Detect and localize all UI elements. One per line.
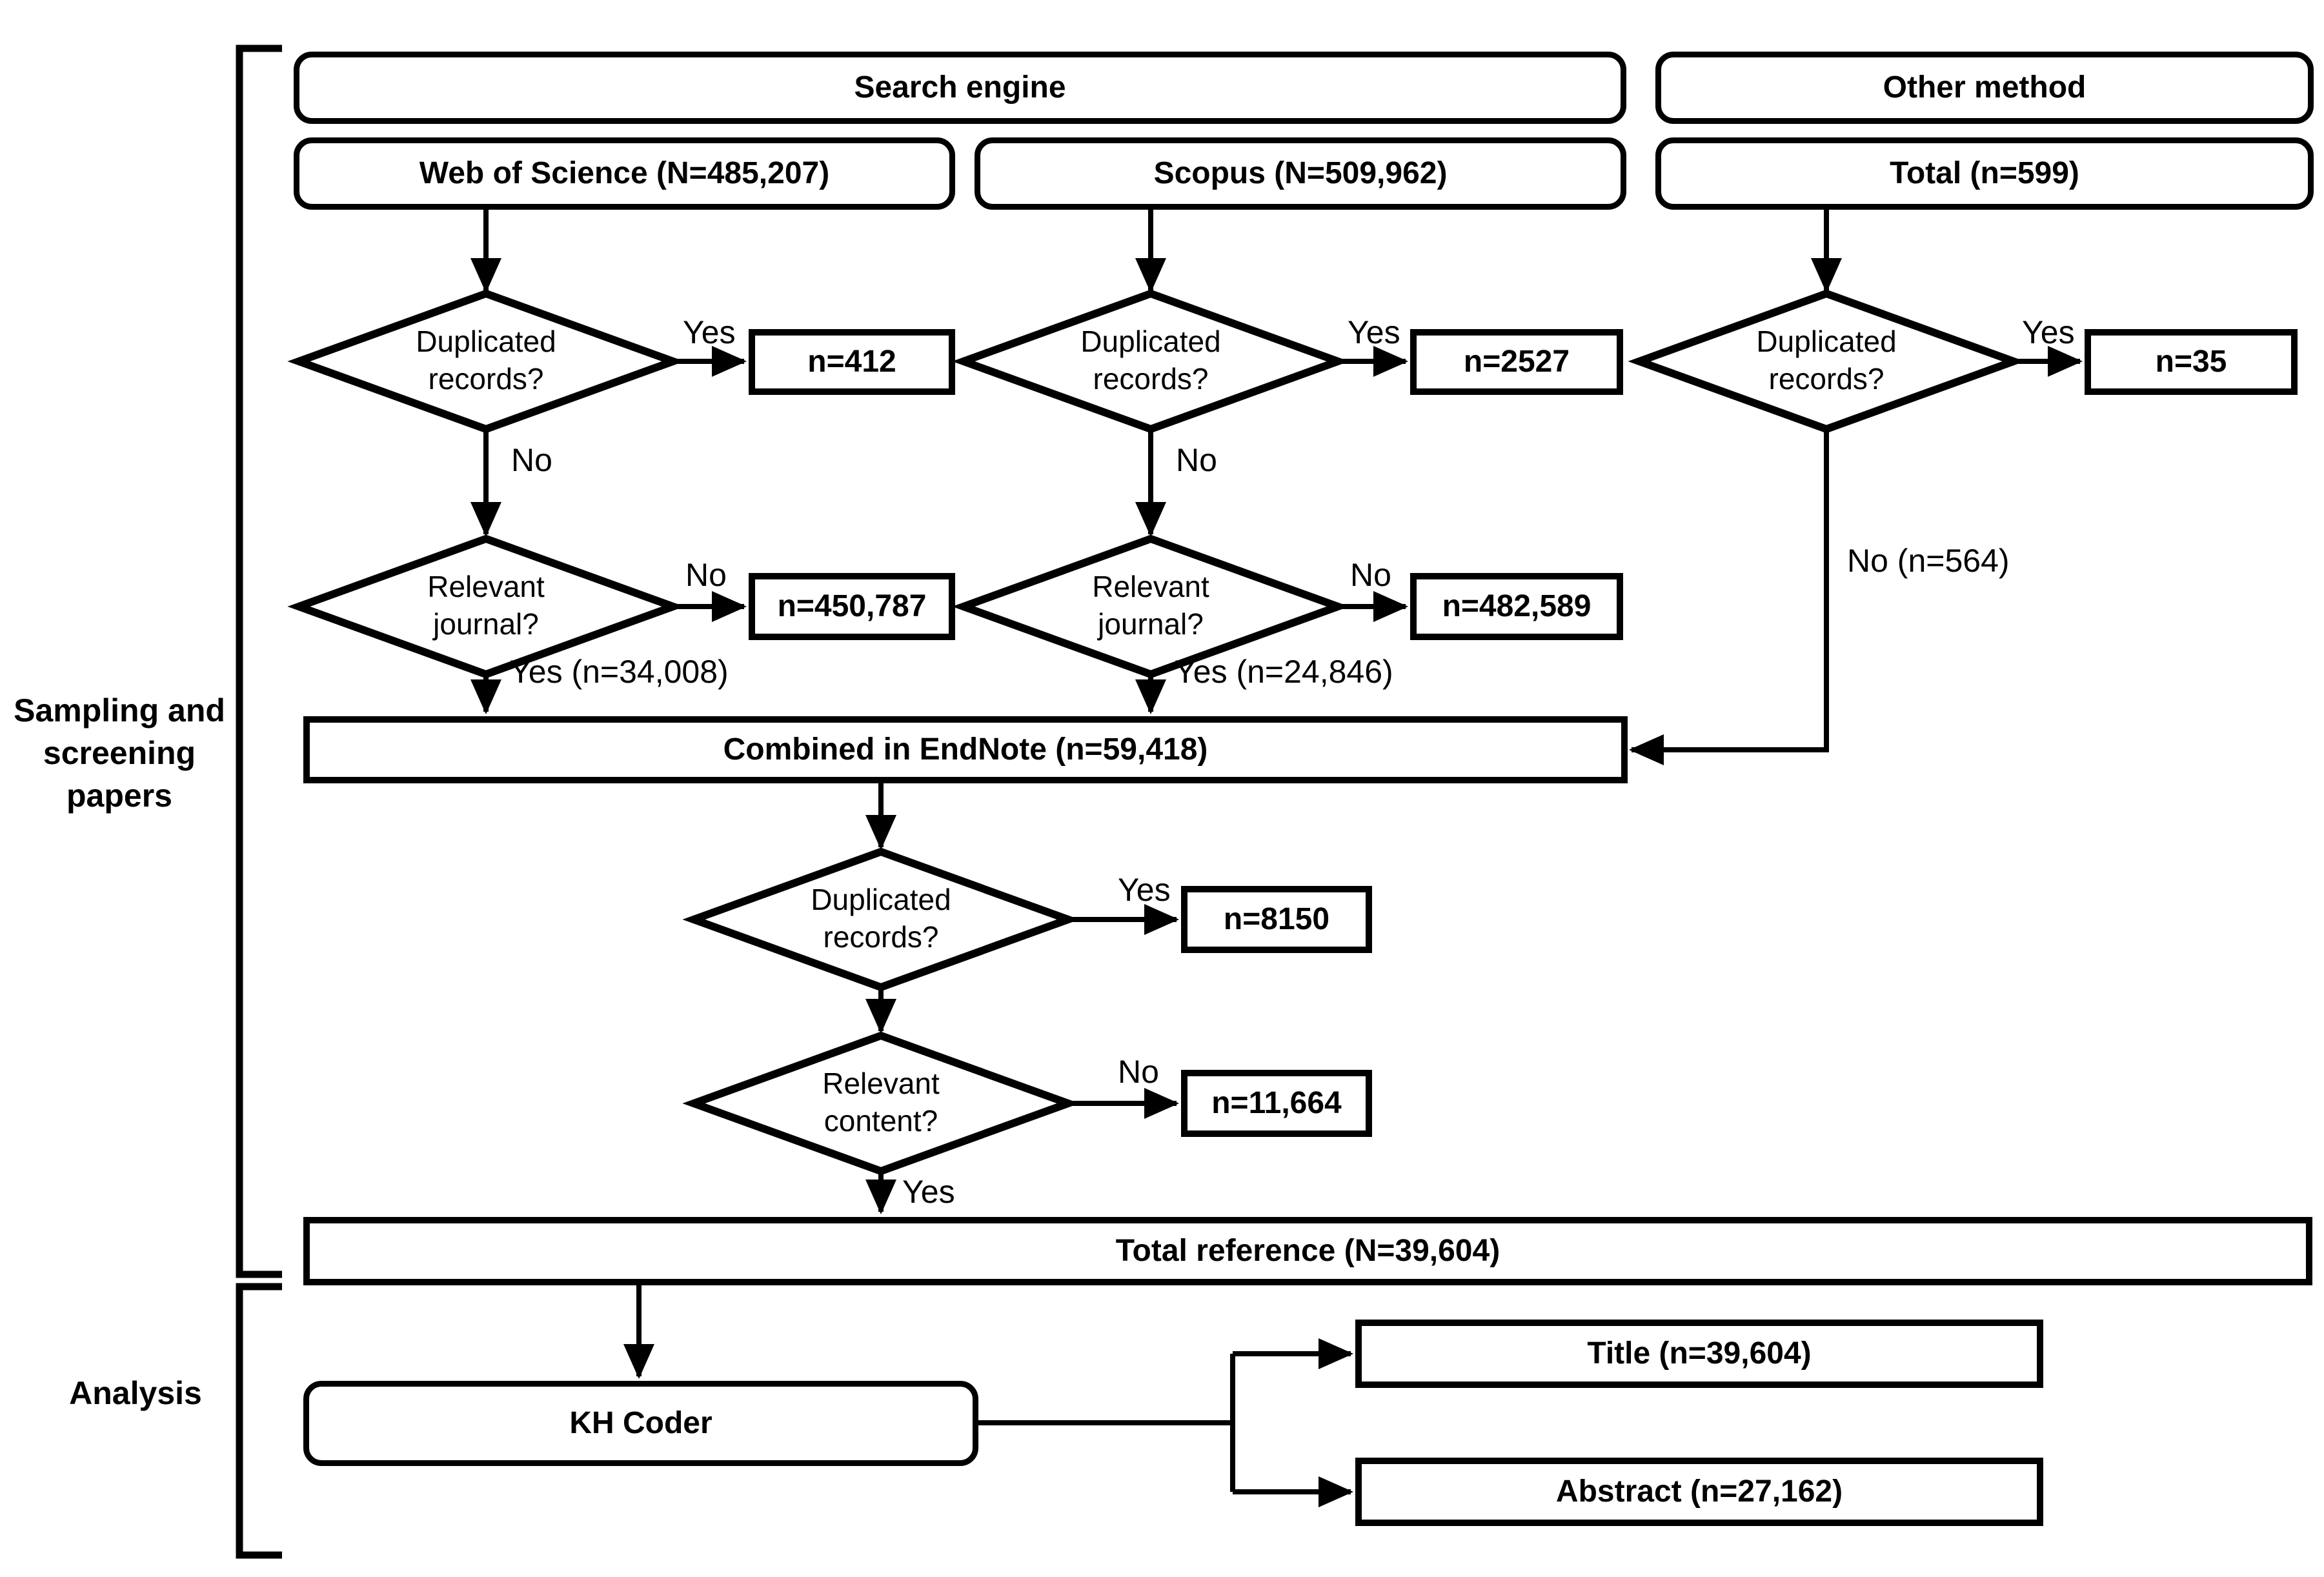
yes-label-content: Yes (902, 1174, 955, 1210)
no-label-journal-wos: No (685, 557, 727, 593)
total-reference-box: Total reference (N=39,604) (303, 1217, 2312, 1285)
abstract-output-box: Abstract (n=27,162) (1355, 1458, 2043, 1526)
no-label-journal-scopus: No (1350, 557, 1391, 593)
search-engine-header-box: Search engine (294, 52, 1626, 124)
total-other-box: Total (n=599) (1655, 137, 2314, 210)
no-label-dup-scopus: No (1176, 442, 1217, 478)
dup-wos-count-box: n=412 (749, 329, 955, 395)
duplicated-wos-diamond (287, 289, 685, 434)
yes-label-dup-scopus: Yes (1348, 314, 1400, 350)
no-label-content: No (1118, 1054, 1159, 1090)
dup-other-count-box: n=35 (2085, 329, 2298, 395)
duplicated-combined-diamond (682, 847, 1080, 992)
other-method-header-box: Other method (1655, 52, 2314, 124)
section-brackets (236, 45, 282, 1559)
title-output-box: Title (n=39,604) (1355, 1320, 2043, 1388)
duplicated-other-diamond (1628, 289, 2025, 434)
no-count-label-other: No (n=564) (1847, 543, 2010, 579)
irrelevant-wos-count-box: n=450,787 (749, 573, 955, 640)
web-of-science-box: Web of Science (N=485,207) (294, 137, 955, 210)
relevant-journal-scopus-diamond (952, 534, 1349, 679)
yes-count-label-scopus: Yes (n=24,846) (1175, 654, 1393, 690)
duplicated-scopus-diamond (952, 289, 1349, 434)
irrelevant-scopus-count-box: n=482,589 (1410, 573, 1623, 640)
yes-label-dup-combined: Yes (1118, 872, 1171, 908)
no-label-dup-wos: No (511, 442, 552, 478)
dup-combined-count-box: n=8150 (1181, 886, 1372, 953)
sampling-section-label: Sampling and screening papers (14, 692, 225, 814)
analysis-section-label: Analysis (69, 1375, 202, 1411)
decision-diamonds (287, 289, 2025, 1176)
relevant-journal-wos-diamond (287, 534, 685, 679)
scopus-box: Scopus (N=509,962) (975, 137, 1626, 210)
sampling-bracket (236, 45, 282, 1278)
yes-count-label-wos: Yes (n=34,008) (510, 654, 729, 690)
yes-label-dup-wos: Yes (683, 314, 736, 350)
yes-label-dup-other: Yes (2022, 314, 2075, 350)
irrelevant-content-count-box: n=11,664 (1181, 1070, 1372, 1137)
analysis-bracket (236, 1283, 282, 1559)
relevant-content-diamond (682, 1031, 1080, 1176)
combined-endnote-box: Combined in EndNote (n=59,418) (303, 716, 1628, 783)
kh-coder-box: KH Coder (303, 1381, 978, 1466)
dup-scopus-count-box: n=2527 (1410, 329, 1623, 395)
